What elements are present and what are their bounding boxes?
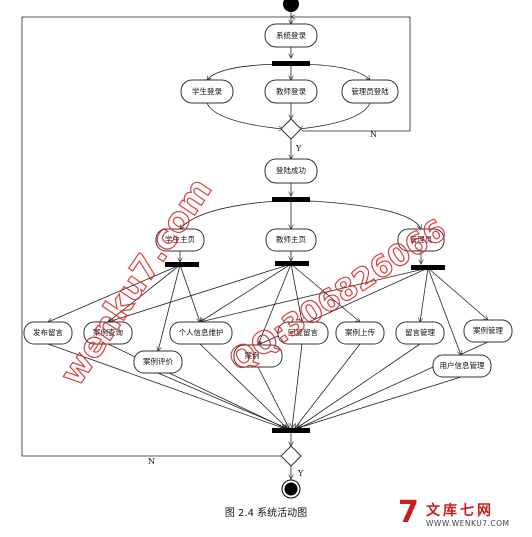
activity-label: 发布留言 bbox=[33, 327, 63, 337]
logo-url: WWW.WENKU7.COM bbox=[426, 519, 510, 528]
activity-admin: 管理员 bbox=[397, 228, 445, 252]
activity-label: 管理员 bbox=[410, 234, 433, 244]
fork-bar-student bbox=[165, 262, 199, 267]
decision-exit bbox=[280, 445, 302, 467]
activity-admin-login: 管理员登陆 bbox=[341, 79, 399, 104]
activity-student-home: 学生主页 bbox=[155, 228, 205, 252]
activity-case-comment: 案例评价 bbox=[133, 350, 183, 374]
activity-case-query: 案例查询 bbox=[83, 321, 133, 345]
guard-label-y-top: Y bbox=[295, 144, 302, 153]
activity-label: 学生登录 bbox=[192, 86, 222, 96]
activity-login: 系统登录 bbox=[264, 23, 318, 48]
activity-label: 系统登录 bbox=[276, 30, 306, 40]
activity-label: 案例查询 bbox=[93, 327, 123, 337]
site-logo: 7 文库七网 WWW.WENKU7.COM bbox=[398, 498, 528, 534]
activity-label: 留言管理 bbox=[405, 327, 435, 337]
activity-label: 回复留言 bbox=[288, 327, 318, 337]
activity-teacher-login: 教师登录 bbox=[264, 79, 318, 104]
activity-reply-message: 回复留言 bbox=[277, 321, 329, 345]
activity-label: 案例管理 bbox=[473, 325, 503, 335]
activity-message-manage: 留言管理 bbox=[395, 321, 445, 345]
fork-bar-roles bbox=[272, 197, 310, 202]
activity-teacher-home: 教师主页 bbox=[265, 228, 317, 252]
activity-user-info-manage: 用户信息管理 bbox=[432, 354, 492, 378]
activity-label: 教师主页 bbox=[276, 234, 306, 244]
fork-bar-admin bbox=[411, 265, 445, 270]
activity-label: 学生主页 bbox=[165, 234, 195, 244]
activity-student-login: 学生登录 bbox=[180, 79, 234, 104]
activity-label: 管理员登陆 bbox=[351, 86, 389, 96]
activity-login-success: 登陆成功 bbox=[264, 158, 318, 184]
activity-label: 案例评价 bbox=[143, 356, 173, 366]
activity-label: 登陆成功 bbox=[276, 165, 306, 175]
activity-personal-info: 个人信息维护 bbox=[169, 321, 233, 345]
logo-name: 文库七网 bbox=[426, 503, 494, 519]
activity-label: 个人信息维护 bbox=[179, 327, 224, 337]
activity-label: 案例 bbox=[245, 350, 260, 360]
guard-label-y-bottom: Y bbox=[297, 469, 304, 478]
activity-case-upload: 案例上传 bbox=[335, 321, 385, 345]
guard-label-n-top: N bbox=[370, 130, 377, 139]
logo-mark-icon: 7 bbox=[398, 495, 419, 530]
activity-case-partial: 案例 bbox=[233, 344, 283, 368]
watermark: wenku7.com QQ:306826066 bbox=[52, 170, 454, 393]
decision-login bbox=[280, 118, 302, 140]
activity-label: 用户信息管理 bbox=[440, 360, 485, 370]
activity-label: 案例上传 bbox=[345, 327, 375, 337]
watermark-qq: QQ:306826066 bbox=[223, 213, 452, 379]
initial-node bbox=[283, 0, 299, 12]
activity-publish-message: 发布留言 bbox=[23, 321, 73, 345]
activity-case-manage: 案例管理 bbox=[463, 319, 513, 343]
fork-bar-login bbox=[272, 61, 310, 66]
guard-label-n-bottom: N bbox=[148, 457, 155, 466]
figure-caption: 图 2.4 系统活动图 bbox=[224, 508, 308, 519]
activity-label: 教师登录 bbox=[276, 86, 306, 96]
fork-bar-teacher bbox=[275, 261, 309, 266]
join-bar bbox=[272, 428, 310, 433]
final-node bbox=[284, 482, 298, 496]
